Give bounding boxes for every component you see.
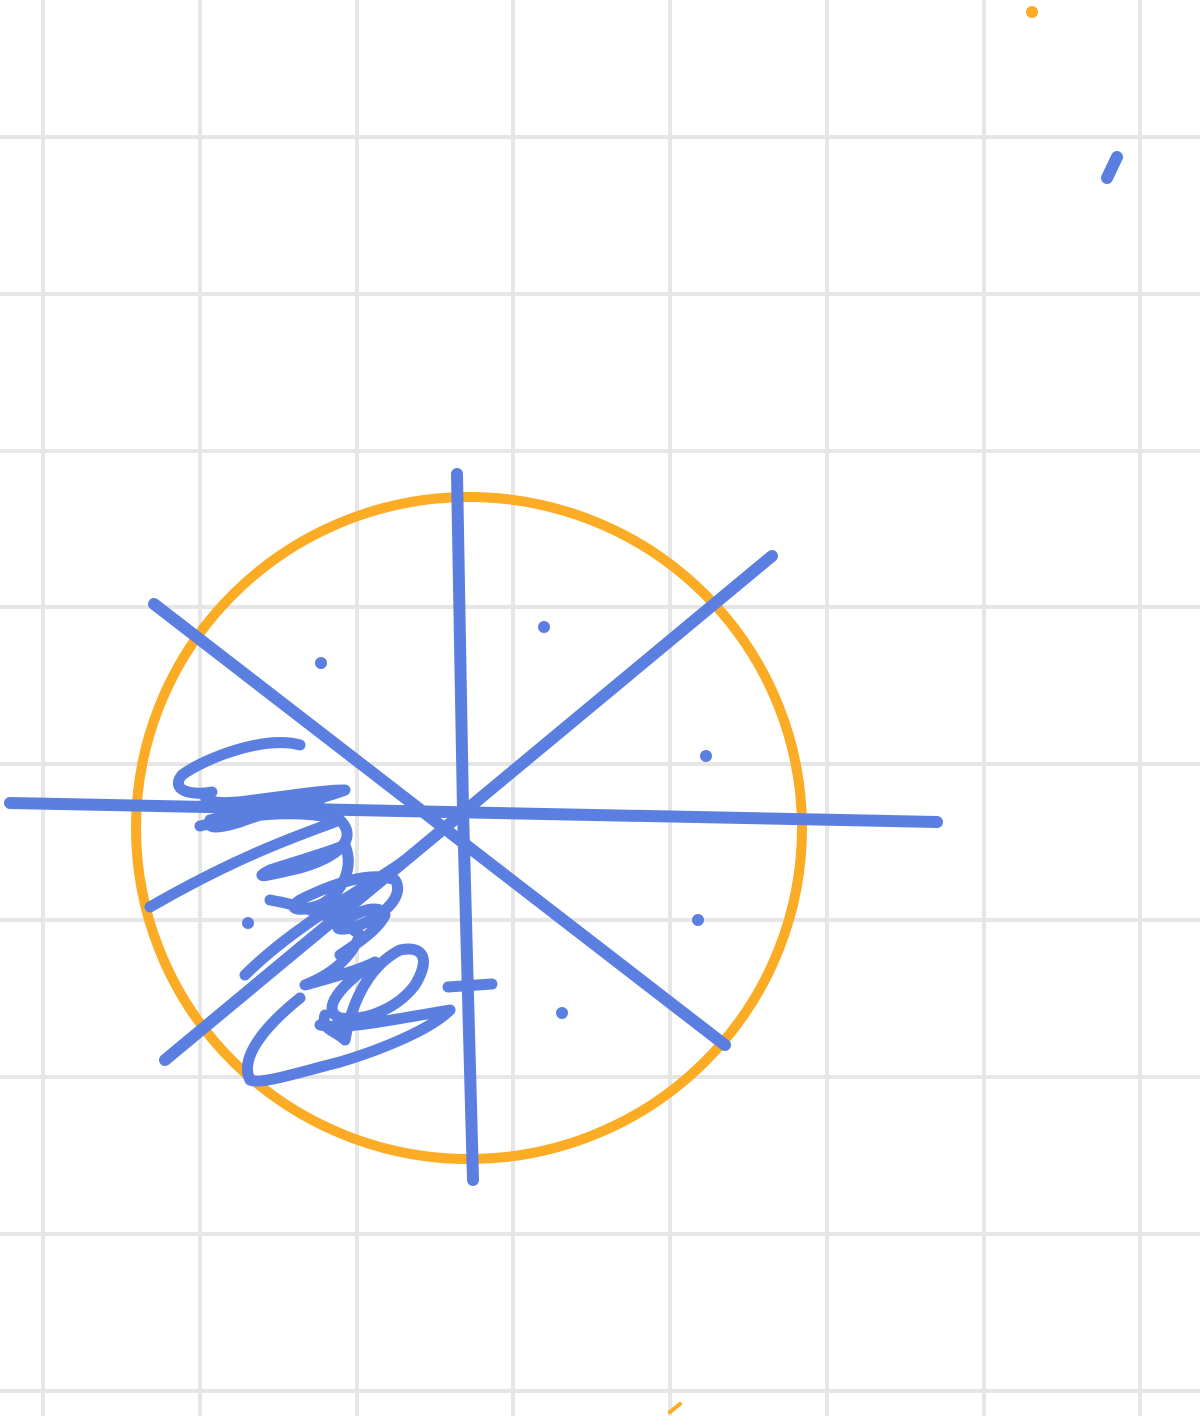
dot-mark xyxy=(556,1007,568,1019)
dot-mark xyxy=(315,657,327,669)
blue-tick-mark xyxy=(1101,151,1123,184)
orange-dot xyxy=(1026,6,1038,18)
dot-marks xyxy=(242,621,712,1019)
orange-tick-mark xyxy=(668,1402,682,1414)
vertical-line-stroke xyxy=(451,468,479,1186)
blue-strokes xyxy=(4,151,1123,1186)
horizontal-line-stroke xyxy=(4,797,943,828)
scribble-stroke xyxy=(144,737,498,1087)
dot-mark xyxy=(242,917,254,929)
dot-mark xyxy=(538,621,550,633)
diagonal-line-stroke-2 xyxy=(159,550,778,1066)
dot-mark xyxy=(692,914,704,926)
dot-mark xyxy=(700,750,712,762)
